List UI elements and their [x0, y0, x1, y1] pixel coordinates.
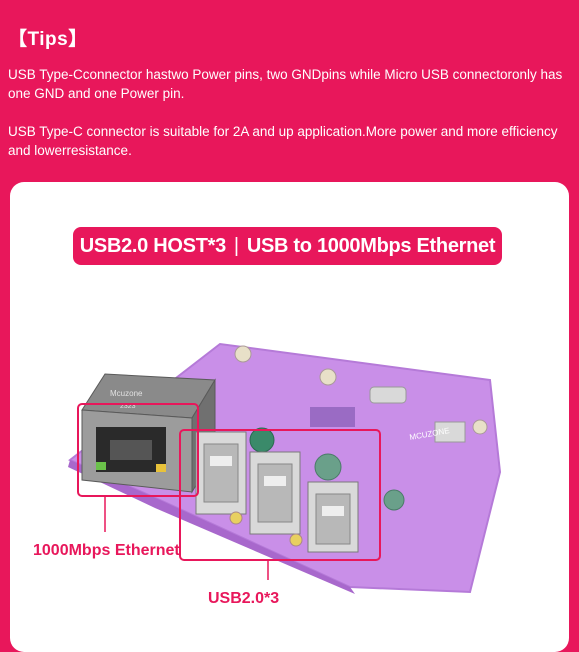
banner-left-text: USB2.0 HOST*3: [79, 234, 226, 257]
rj45-brand: Mcuzone: [110, 389, 143, 398]
ethernet-label: 1000Mbps Ethernet: [33, 542, 180, 559]
tips-paragraph-2: USB Type-C connector is suitable for 2A …: [8, 124, 558, 158]
electrolytic-capacitor: [314, 453, 342, 481]
product-card: USB2.0 HOST*3 | USB to 1000Mbps Ethernet…: [10, 182, 569, 652]
banner-separator: |: [233, 234, 239, 257]
usb-c-port: [369, 386, 407, 404]
usb-port-2: [249, 451, 301, 535]
usb-label: USB2.0*3: [208, 590, 280, 607]
tips-title: 【Tips】: [8, 29, 88, 50]
electrolytic-capacitor: [249, 427, 275, 453]
banner-right-text: USB to 1000Mbps Ethernet: [246, 234, 496, 257]
product-illustration: MCUZONE Mcuzone 2323: [68, 342, 502, 594]
mounting-hole: [289, 533, 303, 547]
board-connector: [434, 421, 466, 443]
rj45-led-left: [96, 462, 106, 470]
electrolytic-capacitor: [383, 489, 405, 511]
board-capacitor: [234, 345, 252, 363]
feature-banner: USB2.0 HOST*3 | USB to 1000Mbps Ethernet: [73, 227, 502, 265]
usb-highlight-box: [179, 429, 381, 561]
ethernet-highlight-box: [77, 403, 199, 497]
board-capacitor: [319, 368, 337, 386]
usb-port-1: [195, 431, 247, 515]
usb-port-3: [307, 481, 359, 553]
mounting-hole: [229, 511, 243, 525]
rj45-led-right: [156, 464, 166, 472]
board-capacitor: [472, 419, 488, 435]
rj45-code: 2323: [120, 403, 136, 410]
tips-paragraph-1: USB Type-Cconnector hastwo Power pins, t…: [8, 67, 563, 101]
